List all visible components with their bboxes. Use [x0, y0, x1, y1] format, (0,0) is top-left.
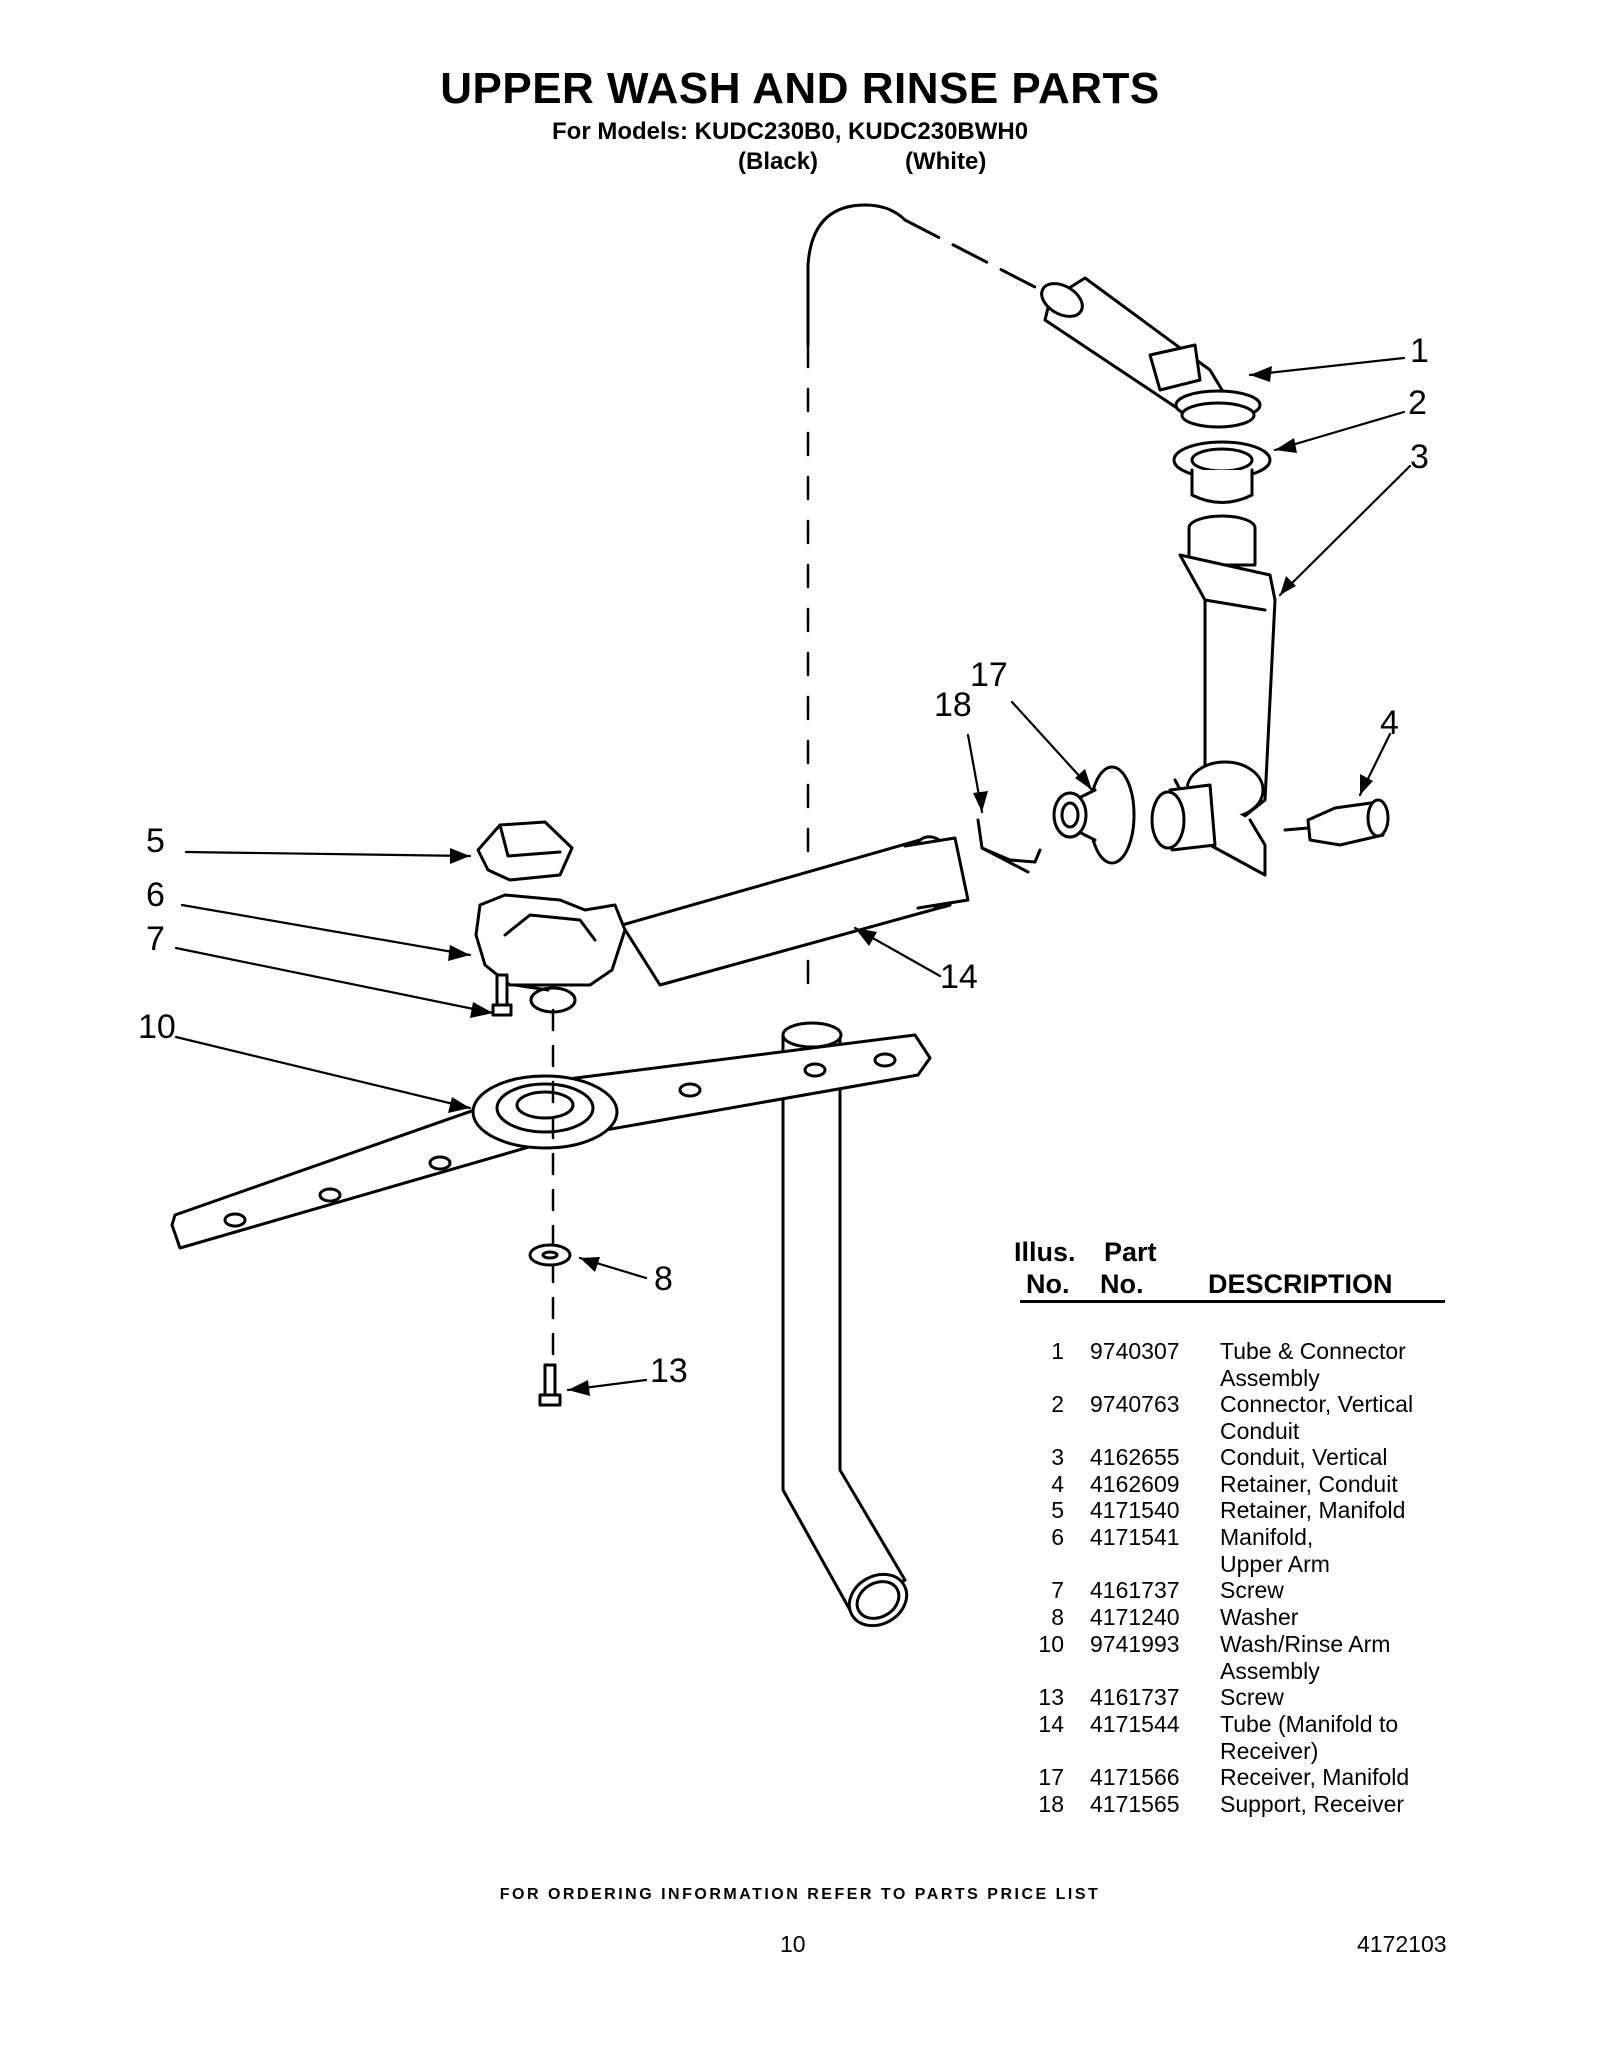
callout-8: 8 [654, 1260, 673, 1298]
wash-rinse-arm [170, 1033, 932, 1250]
callout-17: 17 [970, 656, 1008, 694]
variant-white: (White) [905, 148, 987, 175]
callout-5: 5 [146, 822, 165, 860]
retainer-manifold [476, 820, 574, 882]
receiver-cylinder [1150, 783, 1217, 852]
variant-black: (Black) [738, 148, 819, 175]
callout-14: 14 [940, 958, 978, 996]
table-header-rule [1020, 1300, 1445, 1303]
table-header-description: DESCRIPTION [1208, 1269, 1393, 1299]
washer-8 [528, 1243, 572, 1267]
models-line: For Models: KUDC230B0, KUDC230BWH0 [552, 118, 1029, 145]
page-title: UPPER WASH AND RINSE PARTS [440, 64, 1160, 113]
lower-feed-tube [781, 1021, 909, 1628]
callout-13: 13 [650, 1352, 688, 1390]
manifold-tube [620, 835, 970, 987]
callout-6: 6 [146, 876, 165, 914]
callout-18: 18 [934, 686, 972, 724]
document-number: 4172103 [1357, 1931, 1447, 1957]
callout-10: 10 [138, 1008, 176, 1046]
connector-vertical-conduit [1172, 440, 1272, 504]
callout-2: 2 [1408, 384, 1427, 422]
page-number: 10 [780, 1931, 806, 1957]
callout-7: 7 [146, 920, 165, 958]
callout-4: 4 [1380, 704, 1399, 742]
screw-13 [538, 1363, 562, 1407]
leader-arrowheads [448, 366, 1373, 1396]
table-header-part: Part No. [1100, 1237, 1157, 1299]
screw-7 [491, 973, 513, 1017]
table-header-illus: Illus. No. [1014, 1237, 1076, 1299]
receiver-manifold [1052, 765, 1136, 865]
receiver-support [976, 818, 1042, 874]
callout-3: 3 [1410, 438, 1429, 476]
tube-connector-assembly [1040, 276, 1262, 429]
retainer-conduit [1283, 798, 1390, 847]
ordering-note: FOR ORDERING INFORMATION REFER TO PARTS … [499, 1886, 1101, 1903]
callout-1: 1 [1410, 332, 1429, 370]
